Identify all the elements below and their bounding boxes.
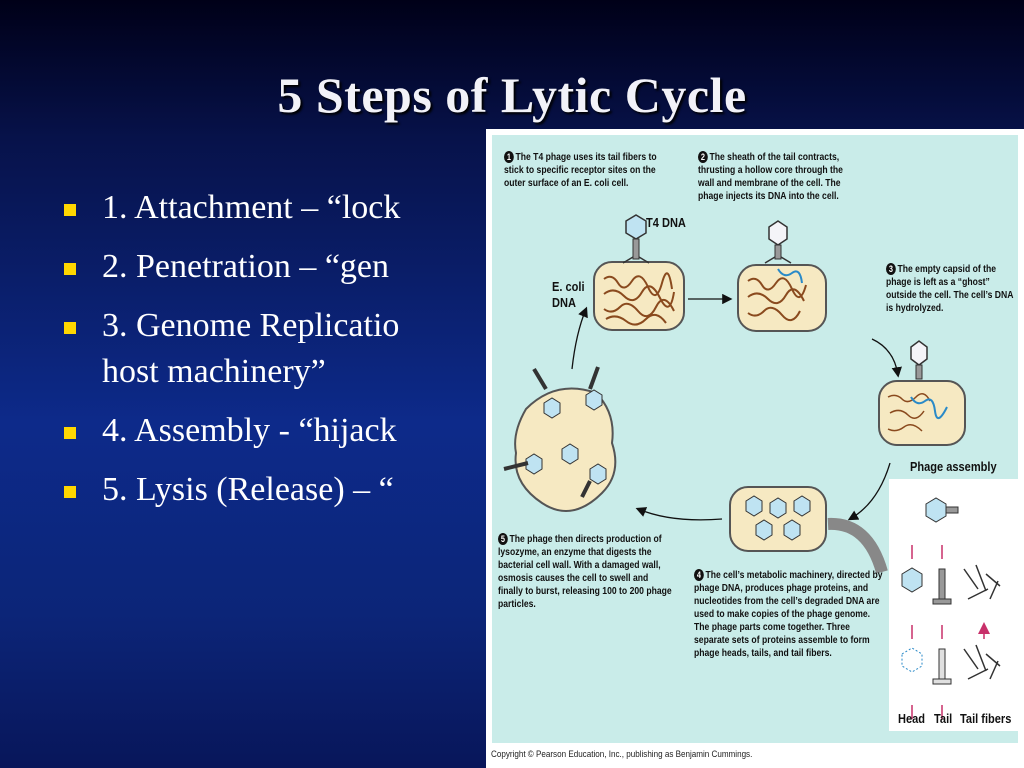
step-5-number: 5 xyxy=(498,533,508,545)
ecoli-label: E. coli xyxy=(552,279,585,294)
bullet-text: 2. Penetration – “gen xyxy=(102,248,390,285)
bullet-text: 5. Lysis (Release) – “ xyxy=(102,471,394,508)
phage-attaching-icon xyxy=(622,214,650,264)
bullet-square-icon xyxy=(64,486,76,498)
step-2-number: 2 xyxy=(698,151,708,163)
cycle-arrow-3-4 xyxy=(847,462,891,521)
step-4-number: 4 xyxy=(694,569,704,581)
tail-fibers-label: Tail fibers xyxy=(960,711,1012,726)
ecoli-cell-2 xyxy=(737,264,827,332)
bullet-text: 3. Genome Replicatio xyxy=(102,307,400,344)
cycle-arrow-2-3 xyxy=(871,338,902,378)
phage-parts-icon xyxy=(901,497,1001,719)
bullet-square-icon xyxy=(64,427,76,439)
slide-title: 5 Steps of Lytic Cycle xyxy=(277,67,747,123)
ecoli-cell-4 xyxy=(729,486,827,552)
step-3-text: The empty capsid of the phage is left as… xyxy=(886,263,1014,314)
ecoli-cell-1 xyxy=(593,261,685,331)
ecoli-cell-3 xyxy=(878,380,966,446)
bullet-item: 2. Penetration – “gen xyxy=(64,244,964,290)
cycle-arrow-5-1 xyxy=(571,306,588,370)
tail-label: Tail xyxy=(934,711,953,726)
assembly-callout-arrow xyxy=(827,517,888,574)
bullet-list: 1. Attachment – “lock 2. Penetration – “… xyxy=(64,185,964,526)
bullet-item: 1. Attachment – “lock xyxy=(64,185,964,231)
bullet-text: 1. Attachment – “lock xyxy=(102,189,401,226)
step-5-text: The phage then directs production of lys… xyxy=(498,533,672,610)
head-label: Head xyxy=(898,711,926,726)
phage-injecting-icon xyxy=(764,220,792,264)
bullet-item: 4. Assembly - “hijack xyxy=(64,408,964,454)
bullet-text: 4. Assembly - “hijack xyxy=(102,412,397,449)
step-1-text: The T4 phage uses its tail fibers to sti… xyxy=(504,151,657,189)
step-1-number: 1 xyxy=(504,151,514,163)
t4-dna-label: T4 DNA xyxy=(646,215,686,230)
lytic-cycle-diagram xyxy=(492,135,1018,743)
bullet-text-continued: host machinery” xyxy=(102,353,326,390)
bullet-item: 3. Genome Replicatio host machinery” xyxy=(64,303,964,395)
step-3-number: 3 xyxy=(886,263,896,275)
bullet-square-icon xyxy=(64,204,76,216)
phage-assembly-label: Phage assembly xyxy=(910,459,997,474)
step-2-text: The sheath of the tail contracts, thrust… xyxy=(698,151,843,202)
bursting-cell xyxy=(503,366,617,512)
bullet-square-icon xyxy=(64,322,76,334)
step-4-text: The cell’s metabolic machinery, directed… xyxy=(694,569,883,659)
phage-ghost-icon xyxy=(910,340,928,380)
ecoli-dna-label: DNA xyxy=(552,295,576,310)
assembly-panel xyxy=(889,479,1018,731)
copyright-notice: Copyright © Pearson Education, Inc., pub… xyxy=(491,749,753,760)
bullet-square-icon xyxy=(64,263,76,275)
bullet-item: 5. Lysis (Release) – “ xyxy=(64,467,964,513)
cycle-arrow-4-5 xyxy=(635,507,723,521)
